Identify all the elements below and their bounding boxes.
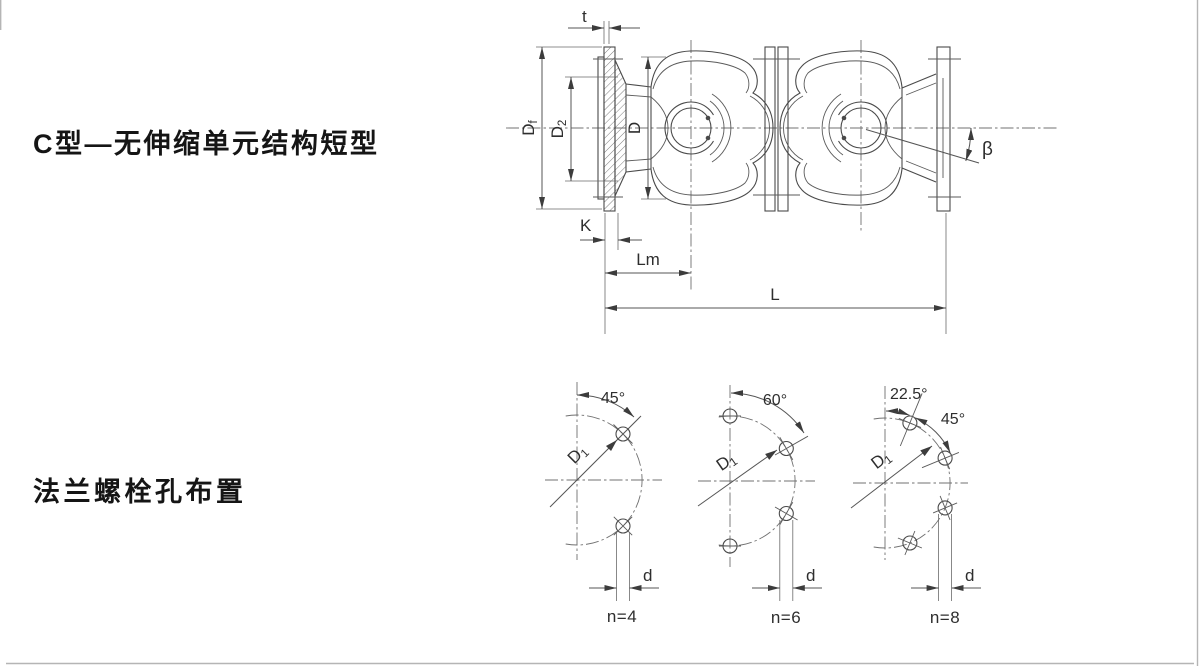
dim-D1-label: D1 bbox=[868, 446, 896, 474]
angle-60-label: 60° bbox=[763, 392, 787, 409]
bolt-hole bbox=[774, 435, 809, 461]
dim-Df-label: Df bbox=[519, 119, 540, 135]
center-flange-pair bbox=[753, 46, 800, 212]
bolt-diagram-n6: 60° D1 d n=6 bbox=[697, 385, 822, 627]
dim-t-label: t bbox=[582, 7, 587, 26]
dim-beta-label: β bbox=[982, 139, 993, 160]
beta-angle: β bbox=[865, 127, 993, 164]
bolt-hole bbox=[613, 516, 633, 536]
bolt-hole bbox=[898, 393, 923, 447]
bolt-diagram-n4: 45° D1 d n=4 bbox=[545, 382, 662, 626]
dim-D-label: D bbox=[625, 122, 644, 134]
right-yoke bbox=[779, 50, 903, 206]
bolt-hole bbox=[774, 501, 798, 526]
angle-45-label: 45° bbox=[941, 411, 965, 428]
bolt-hole bbox=[719, 538, 741, 554]
right-flange bbox=[901, 46, 961, 212]
structure-type-title: C型—无伸缩单元结构短型 bbox=[33, 129, 380, 159]
dim-D: D bbox=[625, 56, 666, 200]
dim-K-label: K bbox=[580, 216, 592, 235]
dim-d-label: d bbox=[965, 566, 974, 585]
bolt-hole bbox=[613, 424, 633, 444]
dim-D2-label: D2 bbox=[548, 120, 569, 139]
bolt-hole bbox=[921, 446, 960, 470]
hole-count-label: n=8 bbox=[930, 608, 960, 627]
left-yoke bbox=[650, 50, 774, 206]
hole-count-label: n=6 bbox=[771, 608, 801, 627]
angle-22-5-label: 22.5° bbox=[890, 386, 928, 403]
shaft-drawing: β t Df D2 D bbox=[506, 7, 1058, 334]
dim-Lm-label: Lm bbox=[636, 250, 660, 269]
flange-bolt-title: 法兰螺栓孔布置 bbox=[33, 477, 247, 507]
bearing-left bbox=[664, 101, 714, 155]
left-flange bbox=[593, 46, 627, 212]
bolt-diagram-n8: 22.5° 45° D1 d n=8 bbox=[850, 386, 981, 627]
centerlines bbox=[506, 40, 1058, 290]
bolt-hole bbox=[932, 495, 958, 521]
bearing-right bbox=[838, 101, 888, 155]
bolt-hole bbox=[897, 530, 923, 556]
bolt-hole bbox=[719, 408, 741, 424]
dim-D1-label: D1 bbox=[564, 441, 592, 469]
angle-45-label: 45° bbox=[601, 390, 625, 407]
dim-d-label: d bbox=[643, 566, 652, 585]
dim-L-label: L bbox=[770, 285, 779, 304]
dim-D2: D2 bbox=[548, 76, 618, 182]
dim-d-label: d bbox=[806, 566, 815, 585]
dim-L: L bbox=[605, 213, 947, 334]
dim-D1-label: D1 bbox=[713, 448, 740, 476]
dim-Lm: Lm bbox=[605, 250, 691, 276]
dim-t: t bbox=[568, 7, 640, 44]
hole-count-label: n=4 bbox=[607, 607, 637, 626]
dim-Df: Df bbox=[519, 46, 602, 210]
